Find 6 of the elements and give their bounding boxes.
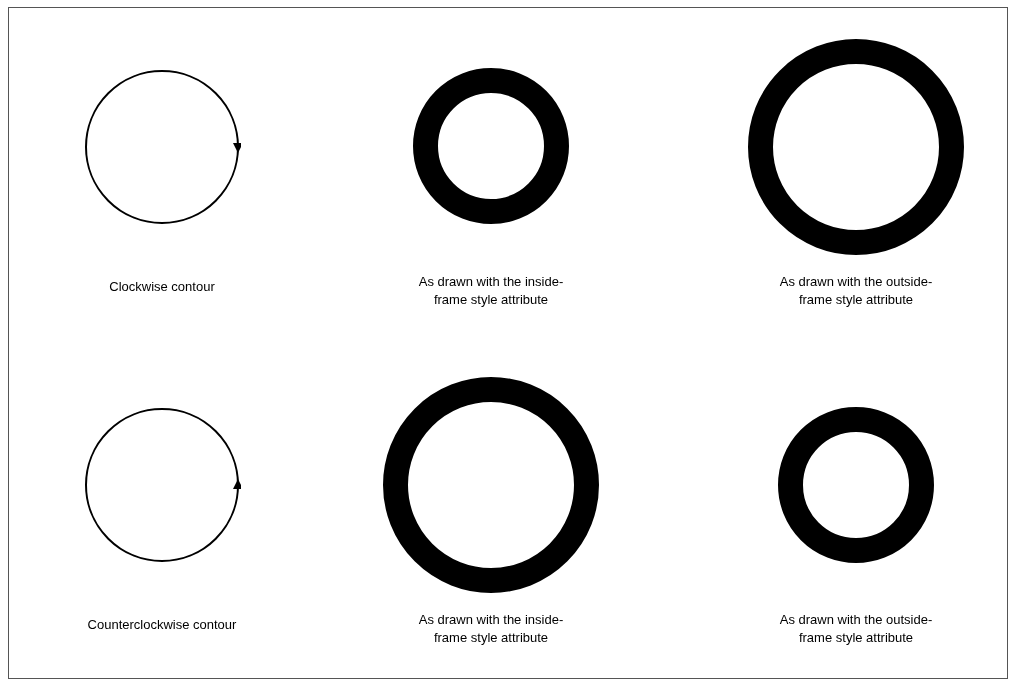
- figure-caption: As drawn with the inside-frame style attribute: [417, 611, 565, 647]
- figure-caption: Counterclockwise contour: [86, 616, 238, 634]
- figure-caption: As drawn with the outside-frame style attribute: [778, 273, 934, 309]
- figure-caption: Clockwise contour: [108, 278, 216, 296]
- figure-caption: As drawn with the inside-frame style attribute: [417, 273, 565, 309]
- figure-caption: As drawn with the outside-frame style attribute: [778, 611, 934, 647]
